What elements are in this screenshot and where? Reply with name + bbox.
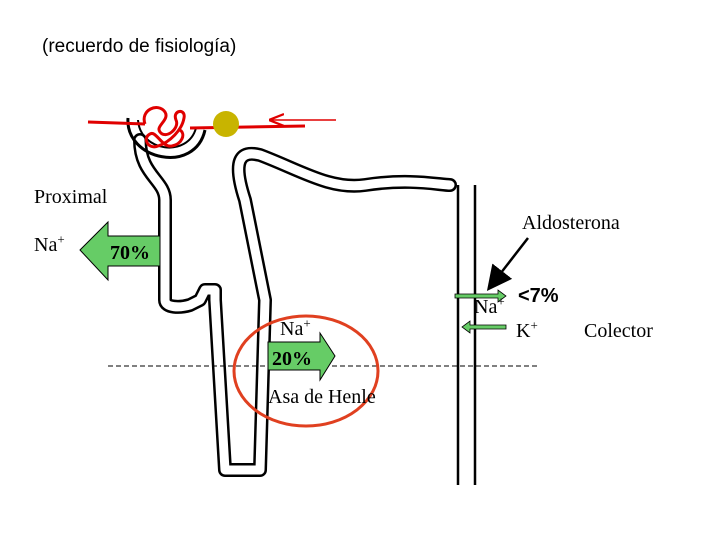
proximal-label: Proximal (34, 186, 108, 208)
afferent-efferent-vessels (87, 120, 336, 130)
pct-colector-label: <7% (518, 285, 559, 307)
bowman-capsule (126, 117, 207, 159)
na-colector-label: Na+ (474, 293, 505, 318)
collecting-duct (456, 185, 477, 485)
pct-proximal-label: 70% (110, 242, 150, 264)
arrow-left-icon (79, 220, 161, 282)
colector-label: Colector (584, 320, 653, 342)
henle-arrow-icon (267, 331, 336, 382)
highlight-circle (232, 314, 380, 428)
glomerulus-icon (142, 106, 186, 149)
na-henle-label: Na+ (280, 315, 311, 340)
bowman-capsule-inner (137, 119, 197, 149)
macula-densa-icon (213, 111, 239, 137)
na-collector-arrow-icon (454, 289, 507, 303)
aldosterona-arrow-icon (486, 237, 529, 291)
aldosterona-label: Aldosterona (522, 212, 620, 234)
k-collector-arrow-icon (461, 320, 507, 334)
k-colector-label: K+ (516, 317, 538, 342)
na-proximal-label: Na+ (34, 231, 65, 256)
nephron-tubule (133, 133, 457, 477)
asa-henle-label: Asa de Henle (268, 386, 376, 408)
page-title: (recuerdo de fisiología) (42, 36, 237, 57)
pct-henle-label: 20% (272, 348, 312, 370)
